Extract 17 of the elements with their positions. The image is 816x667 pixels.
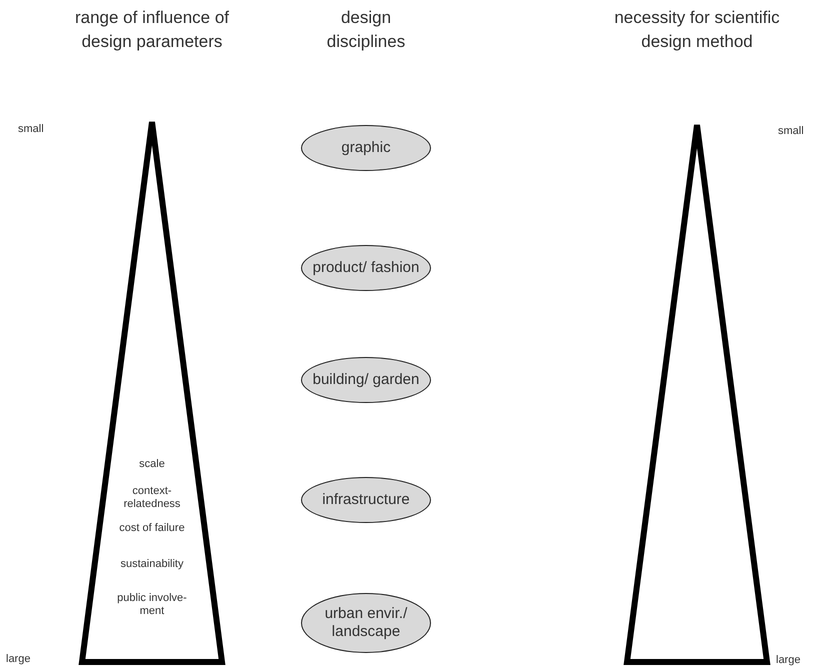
- column-heading: range of influence of design parameters: [74, 7, 230, 53]
- column-heading: necessity for scientific design method: [613, 7, 781, 53]
- scale-end-label: small: [18, 122, 44, 137]
- discipline-text: infrastructure: [322, 491, 410, 509]
- parameter-text: scale: [138, 458, 166, 471]
- discipline-text: building/ garden: [312, 371, 420, 389]
- scale-end-label: large: [776, 653, 800, 667]
- discipline-text: urban envir./ landscape: [324, 605, 408, 641]
- scale-end-label: large: [6, 652, 30, 667]
- parameter-text: sustainability: [120, 558, 184, 571]
- column-heading: design disciplines: [326, 7, 406, 53]
- parameter-text: cost of failure: [118, 522, 186, 535]
- parameter-text: public involve- ment: [116, 592, 188, 618]
- scale-end-label: small: [778, 124, 804, 139]
- discipline-text: product/ fashion: [312, 259, 420, 277]
- discipline-text: graphic: [341, 139, 391, 157]
- parameter-text: context- relatedness: [122, 485, 182, 511]
